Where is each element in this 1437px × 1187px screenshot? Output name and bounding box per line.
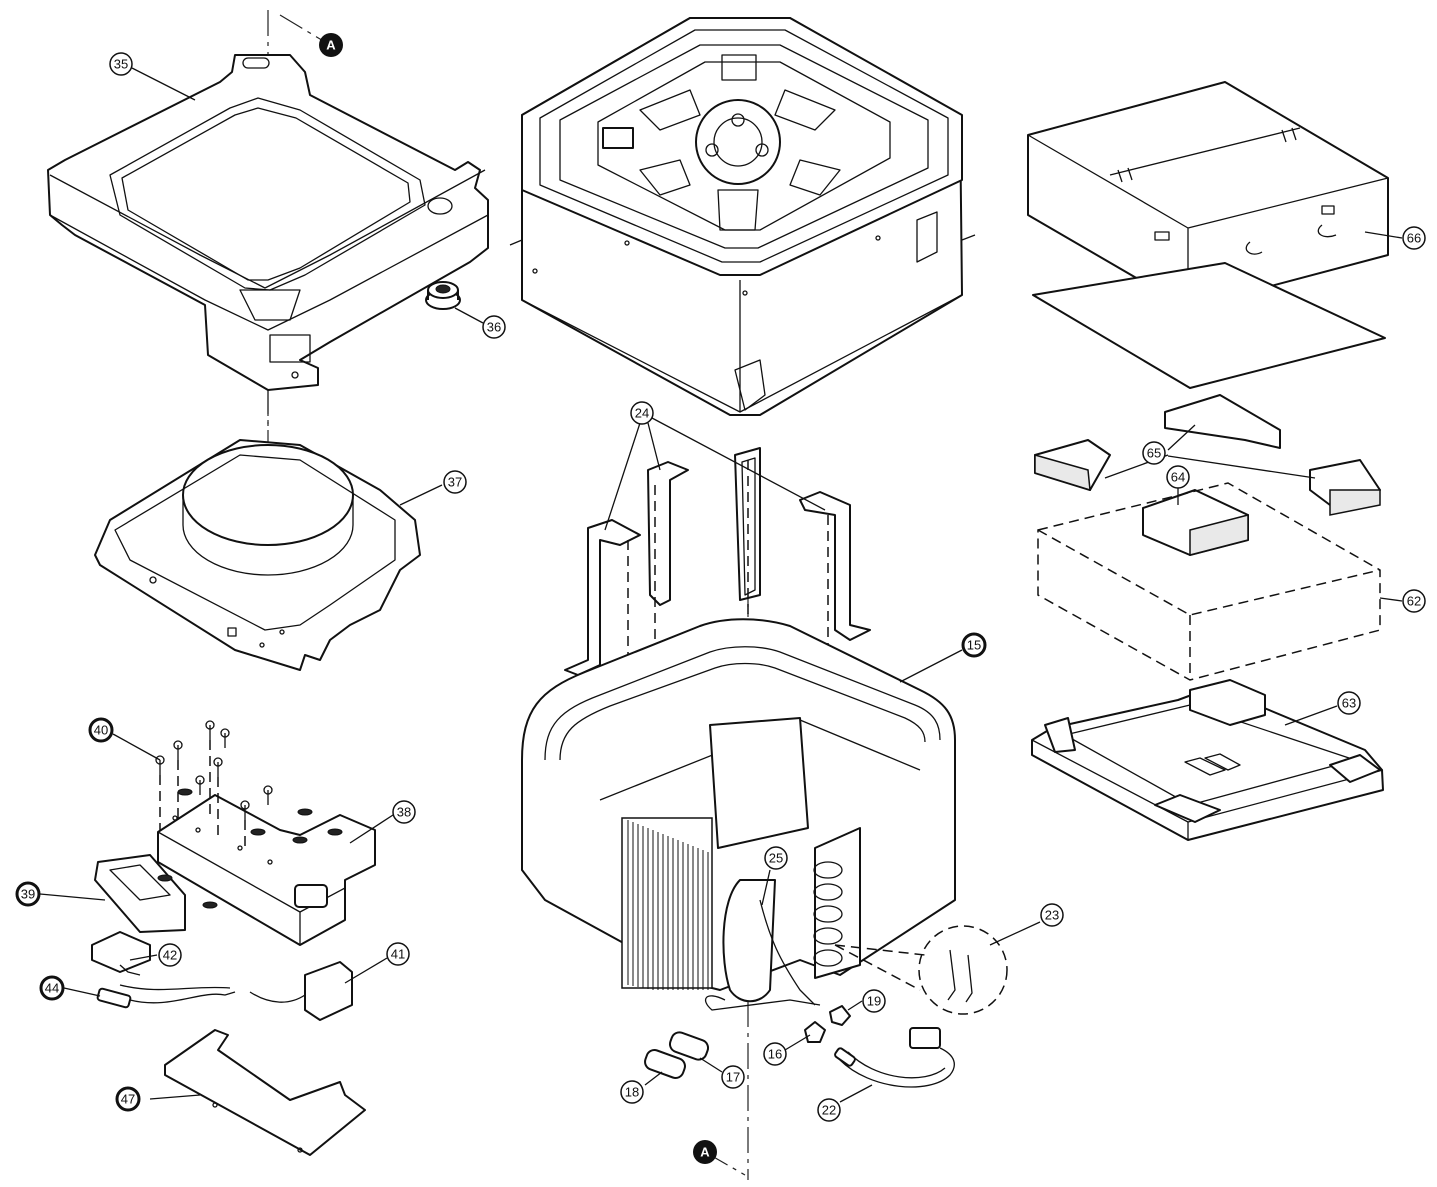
section-marker-top: A [319, 33, 343, 57]
callout-36-label: 36 [487, 320, 501, 335]
callout-25-label: 25 [769, 851, 783, 866]
callout-38: 38 [392, 800, 416, 824]
callout-63-label: 63 [1342, 696, 1356, 711]
callout-40-label: 40 [94, 723, 108, 738]
callout-66: 66 [1402, 226, 1426, 250]
section-marker-bottom: A [693, 1140, 717, 1164]
callout-65-label: 65 [1147, 446, 1161, 461]
control-box-parts [91, 720, 376, 1156]
callout-47-label: 47 [121, 1092, 135, 1107]
callout-41: 41 [386, 942, 410, 966]
callout-22-label: 22 [822, 1103, 836, 1118]
callout-22: 22 [817, 1098, 841, 1122]
brackets-part [564, 447, 871, 870]
callout-42-label: 42 [163, 948, 177, 963]
callout-18: 18 [620, 1080, 644, 1104]
heat-exchanger-part [521, 618, 956, 1011]
callout-64-label: 64 [1171, 470, 1185, 485]
callout-39: 39 [15, 881, 41, 907]
callout-19: 19 [862, 989, 886, 1013]
standoffs [157, 788, 343, 909]
sensor-lead-part [834, 1027, 955, 1088]
callout-65: 65 [1142, 441, 1166, 465]
section-marker-top-label: A [326, 38, 336, 53]
callout-17-label: 17 [726, 1070, 740, 1085]
callout-44-label: 44 [45, 981, 59, 996]
cabinet-part [509, 17, 976, 416]
callout-37: 37 [443, 470, 467, 494]
fan-shroud-part [94, 439, 421, 671]
callout-63: 63 [1337, 691, 1361, 715]
drain-pan-part [47, 54, 489, 391]
callout-15-label: 15 [967, 638, 981, 653]
callout-62: 62 [1402, 589, 1426, 613]
callout-16-label: 16 [768, 1047, 782, 1062]
callout-44: 44 [39, 975, 65, 1001]
callout-15: 15 [961, 632, 987, 658]
callout-24: 24 [630, 401, 654, 425]
callout-19-label: 19 [867, 994, 881, 1009]
callout-47: 47 [115, 1086, 141, 1112]
callout-66-label: 66 [1407, 231, 1421, 246]
callout-40: 40 [88, 717, 114, 743]
drain-plug-part [425, 281, 461, 310]
packaging-parts [1027, 81, 1389, 841]
callout-16: 16 [763, 1042, 787, 1066]
callout-25: 25 [764, 846, 788, 870]
callout-18-label: 18 [625, 1085, 639, 1100]
callout-42: 42 [158, 943, 182, 967]
section-marker-bottom-label: A [700, 1145, 710, 1160]
callout-64: 64 [1166, 465, 1190, 489]
sensor-clip-detail [834, 925, 1008, 1015]
callout-39-label: 39 [21, 887, 35, 902]
return-bends [813, 861, 843, 967]
callout-24-label: 24 [635, 406, 649, 421]
callout-41-label: 41 [391, 947, 405, 962]
fittings-parts [644, 1005, 851, 1079]
callout-17: 17 [721, 1065, 745, 1089]
screws [155, 720, 273, 848]
callout-37-label: 37 [448, 475, 462, 490]
callout-38-label: 38 [397, 805, 411, 820]
leader-lines [39, 67, 1403, 1103]
callout-23: 23 [1040, 903, 1064, 927]
callout-23-label: 23 [1045, 908, 1059, 923]
fin-pack [621, 817, 713, 990]
callout-36: 36 [482, 315, 506, 339]
callout-62-label: 62 [1407, 594, 1421, 609]
callout-35: 35 [109, 52, 133, 76]
callout-35-label: 35 [114, 57, 128, 72]
